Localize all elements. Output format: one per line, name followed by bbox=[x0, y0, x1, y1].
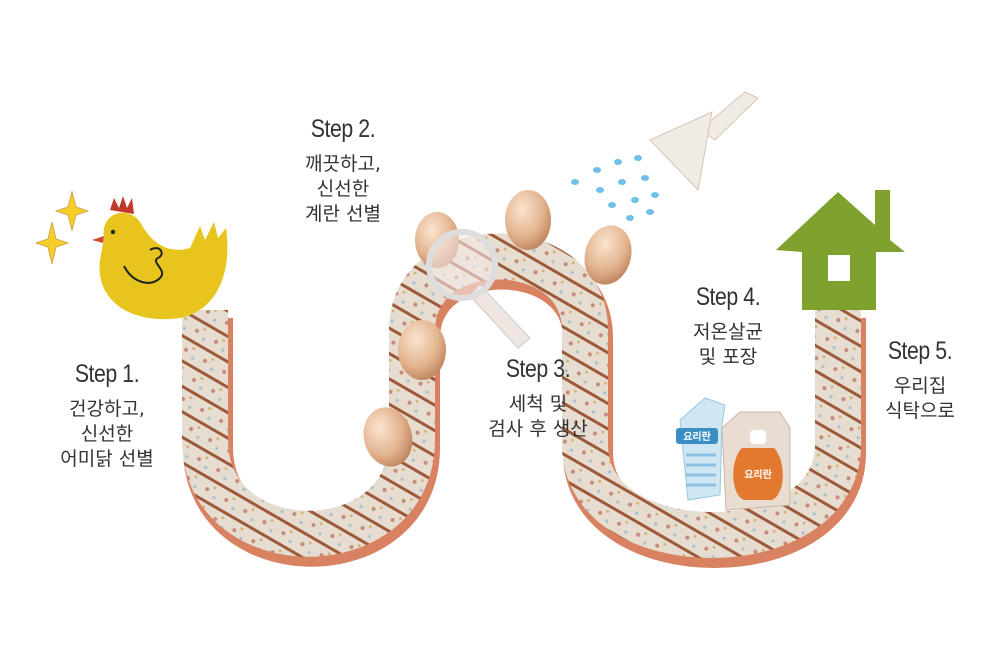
step-title: Step 5. bbox=[887, 337, 953, 365]
step-title: Step 3. bbox=[505, 355, 571, 383]
winding-track bbox=[182, 233, 866, 568]
step-line: 어미닭 선별 bbox=[60, 448, 154, 470]
step-title: Step 1. bbox=[74, 360, 140, 388]
step-line: 세척 및 bbox=[508, 393, 568, 415]
step-line: 저온살균 bbox=[693, 321, 763, 343]
step-line: 식탁으로 bbox=[885, 400, 955, 422]
carton-label: 요리란 bbox=[683, 430, 711, 443]
egg-icon bbox=[584, 225, 632, 285]
magnifier-icon bbox=[426, 229, 531, 349]
step-line: 우리집 bbox=[893, 375, 947, 397]
carton-label: 요리란 bbox=[744, 468, 772, 481]
step-5: Step 5. 우리집 식탁으로 bbox=[882, 337, 958, 424]
egg-icon bbox=[398, 320, 446, 380]
step-3: Step 3. 세척 및 검사 후 생산 bbox=[488, 355, 587, 442]
step-line: 검사 후 생산 bbox=[488, 418, 588, 440]
egg-icon bbox=[505, 190, 551, 250]
milk-carton-blue: 요리란 bbox=[676, 397, 726, 501]
shower-icon bbox=[571, 91, 759, 221]
step-line: 계란 선별 bbox=[305, 203, 381, 225]
step-1: Step 1. 건강하고, 신선한 어미닭 선별 bbox=[60, 360, 153, 472]
egg-icon bbox=[363, 407, 413, 467]
step-title: Step 4. bbox=[695, 283, 761, 311]
milk-carton-orange: 요리란 bbox=[721, 411, 791, 511]
chicken-icon bbox=[92, 196, 228, 320]
step-4: Step 4. 저온살균 및 포장 bbox=[690, 283, 766, 370]
step-title: Step 2. bbox=[310, 115, 376, 143]
house-icon bbox=[776, 190, 905, 310]
step-line: 신선한 bbox=[316, 178, 370, 200]
sparkle-icon bbox=[34, 190, 90, 265]
step-line: 및 포장 bbox=[698, 346, 758, 368]
step-line: 신선한 bbox=[80, 423, 134, 445]
step-line: 깨끗하고, bbox=[305, 153, 381, 175]
step-line: 건강하고, bbox=[69, 398, 145, 420]
step-2: Step 2. 깨끗하고, 신선한 계란 선별 bbox=[305, 115, 381, 227]
